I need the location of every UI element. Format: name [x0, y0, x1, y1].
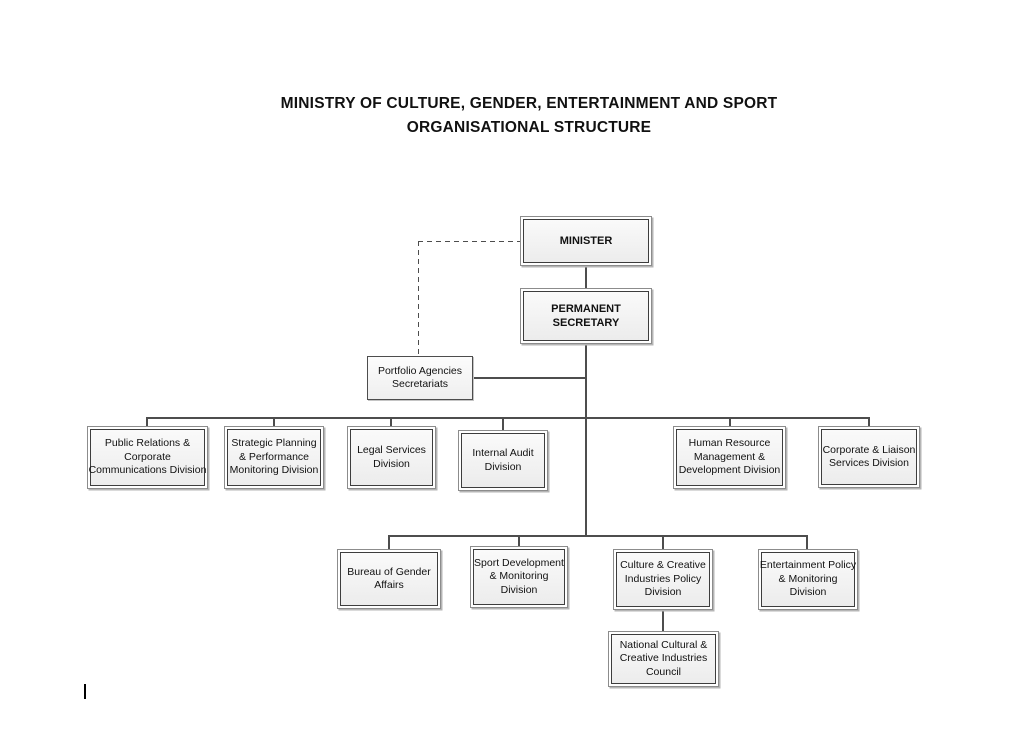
connector-permsec-trunk [585, 343, 587, 535]
portfolio-agencies-secretariats-label: Portfolio Agencies Secretariats [377, 364, 463, 391]
title-line1: MINISTRY OF CULTURE, GENDER, ENTERTAINME… [280, 95, 778, 112]
public-relations-division-box: Public Relations & Corporate Communicati… [87, 426, 208, 489]
connector-drop-human-resource [729, 417, 731, 427]
public-relations-division-label: Public Relations & Corporate Communicati… [88, 437, 207, 477]
connector-row2-horizontal [388, 535, 808, 537]
connector-row1-horizontal [146, 417, 869, 419]
title-line2: ORGANISATIONAL STRUCTURE [406, 119, 652, 136]
connector-drop-legal-services [390, 417, 392, 427]
permanent-secretary-box: PERMANENT SECRETARY [520, 288, 652, 344]
corporate-liaison-division-label: Corporate & Liaison Services Division [822, 443, 916, 470]
connector-minister-dashed-horizontal [418, 241, 520, 242]
portfolio-agencies-secretariats-box: Portfolio Agencies Secretariats [367, 356, 473, 400]
connector-drop-entertainment-policy [806, 535, 808, 550]
connector-drop-corporate-liaison [868, 417, 870, 427]
legal-services-division-box: Legal Services Division [347, 426, 436, 489]
sport-development-division-box: Sport Development & Monitoring Division [470, 546, 568, 608]
strategic-planning-division-label: Strategic Planning & Performance Monitor… [229, 437, 319, 477]
legal-services-division-label: Legal Services Division [357, 444, 426, 470]
minister-label: MINISTER [559, 235, 613, 247]
minister-box: MINISTER [520, 216, 652, 266]
bureau-gender-affairs-label: Bureau of Gender Affairs [347, 565, 431, 592]
connector-drop-bureau-gender [388, 535, 390, 550]
connector-drop-strategic-planning [273, 417, 275, 427]
entertainment-policy-division-label: Entertainment Policy & Monitoring Divisi… [759, 559, 857, 599]
human-resource-division-label: Human Resource Management & Development … [678, 437, 781, 477]
human-resource-division-box: Human Resource Management & Development … [673, 426, 786, 489]
connector-drop-sport-development [518, 535, 520, 547]
national-cultural-council-label: National Cultural & Creative Industries … [619, 638, 708, 678]
connector-minister-permsec [585, 266, 587, 288]
page-title: MINISTRY OF CULTURE, GENDER, ENTERTAINME… [13, 92, 1032, 140]
internal-audit-division-label: Internal Audit Division [472, 447, 534, 473]
culture-creative-division-box: Culture & Creative Industries Policy Div… [613, 549, 713, 610]
text-cursor-mark [84, 684, 86, 699]
connector-culture-council [662, 610, 664, 632]
internal-audit-division-box: Internal Audit Division [458, 430, 548, 491]
entertainment-policy-division-box: Entertainment Policy & Monitoring Divisi… [758, 549, 858, 610]
connector-portfolio-trunk [473, 377, 586, 379]
culture-creative-division-label: Culture & Creative Industries Policy Div… [620, 559, 706, 599]
connector-minister-dashed-vertical [418, 241, 419, 356]
bureau-gender-affairs-box: Bureau of Gender Affairs [337, 549, 441, 609]
strategic-planning-division-box: Strategic Planning & Performance Monitor… [224, 426, 324, 489]
permanent-secretary-label: PERMANENT SECRETARY [551, 303, 621, 329]
connector-drop-internal-audit [502, 417, 504, 431]
sport-development-division-label: Sport Development & Monitoring Division [474, 556, 564, 596]
connector-drop-public-relations [146, 417, 148, 427]
corporate-liaison-division-box: Corporate & Liaison Services Division [818, 426, 920, 488]
national-cultural-council-box: National Cultural & Creative Industries … [608, 631, 719, 687]
connector-drop-culture-creative [662, 535, 664, 550]
